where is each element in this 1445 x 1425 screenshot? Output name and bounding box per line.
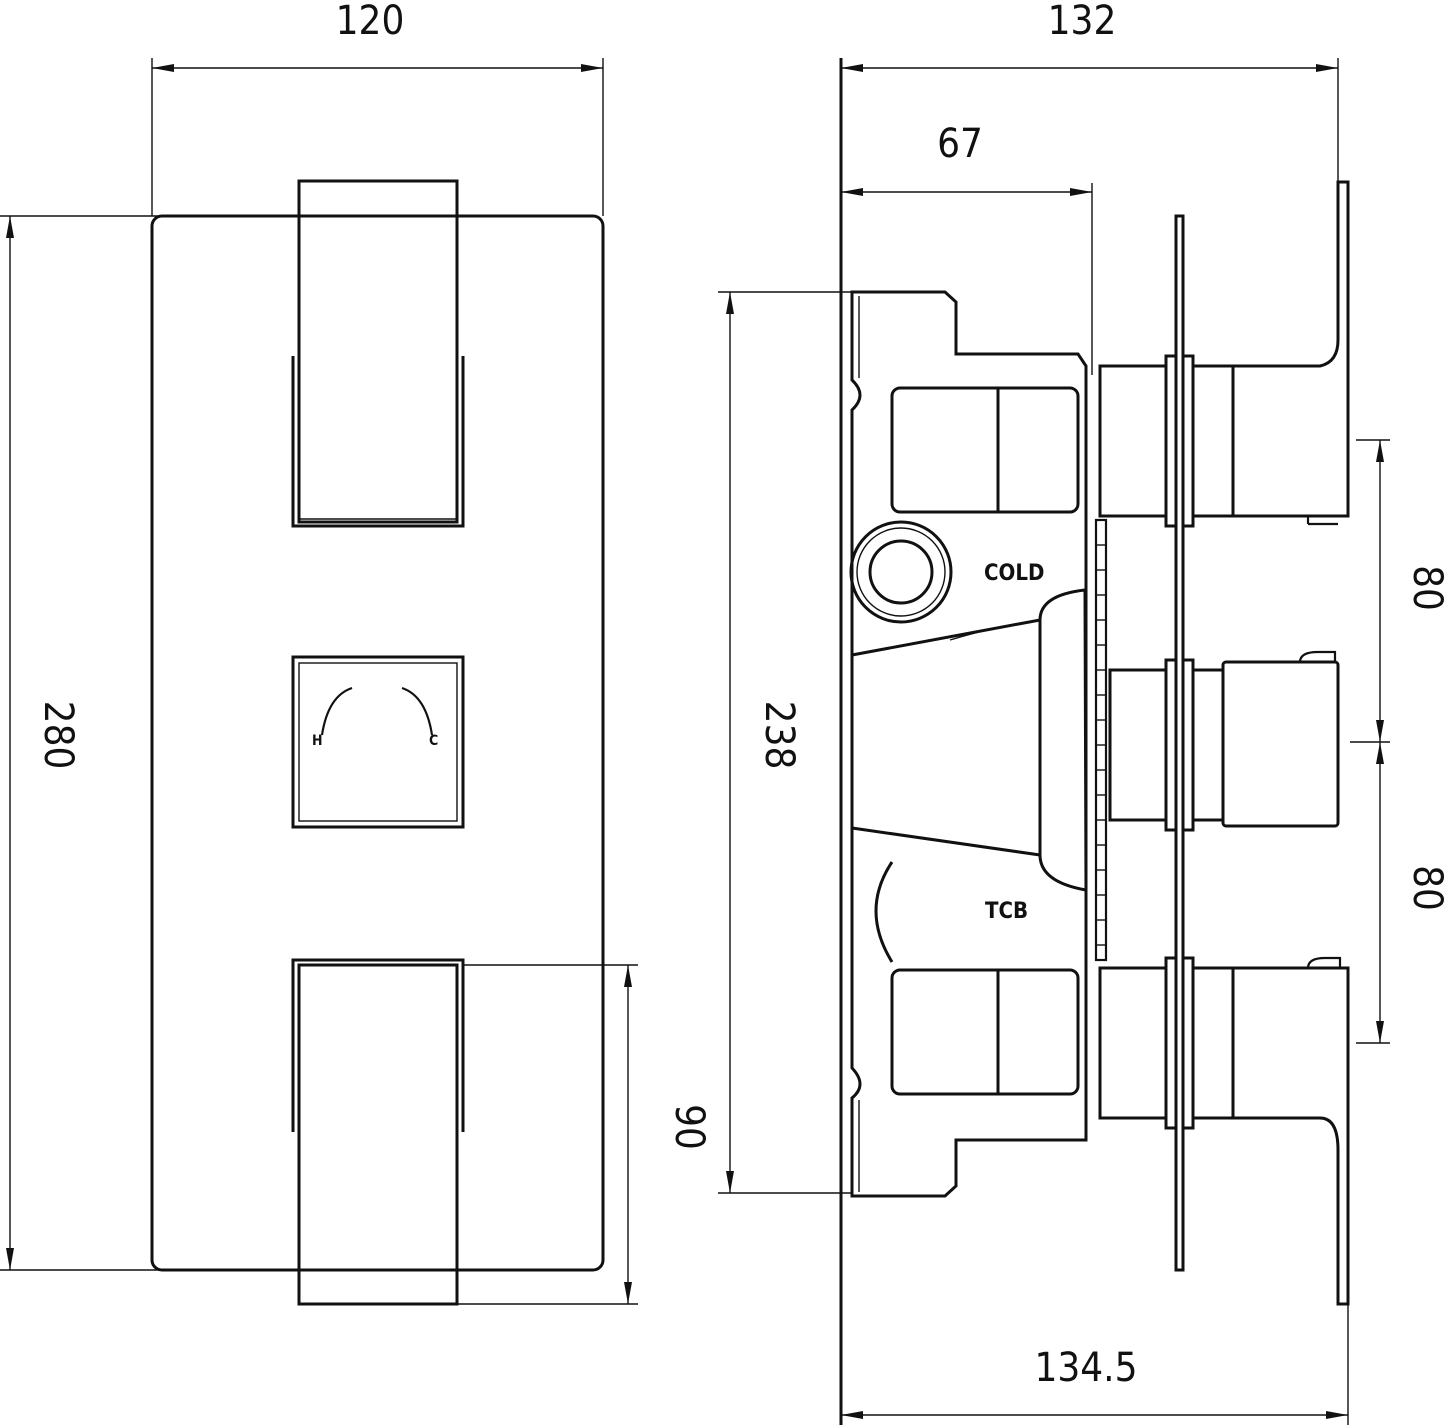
- sealing-strip: [1094, 518, 1108, 962]
- width-label: 120: [336, 0, 405, 44]
- handle-depth-dimension: 90: [457, 964, 712, 1305]
- body-depth-dimension: 67: [841, 121, 1093, 375]
- body-height-dimension: 238: [718, 291, 852, 1194]
- hot-mark: H: [312, 733, 323, 749]
- middle-dial-side: [1108, 650, 1340, 832]
- width-dimension: 120: [151, 0, 604, 216]
- spacing-upper-label: 80: [1404, 565, 1445, 611]
- top-handle: [291, 179, 465, 528]
- overall-depth-label: 132: [1048, 0, 1117, 44]
- thermostatic-cartridge: [851, 588, 1088, 892]
- temperature-dial: H C: [291, 655, 465, 829]
- lower-cartridge-housing: [890, 968, 1080, 1096]
- front-view: H C 120 280: [0, 0, 712, 1306]
- handle-depth-label: 90: [666, 1104, 712, 1150]
- tcb-label: TCB: [985, 899, 1028, 924]
- side-view: COLD TCB: [718, 0, 1445, 1425]
- cold-label: COLD: [984, 561, 1044, 586]
- upper-handle-side: [1098, 180, 1350, 528]
- handle-spacing-dimension: 80 80: [1350, 439, 1445, 1044]
- lower-handle-side: [1098, 956, 1350, 1306]
- upper-cartridge-housing: [890, 386, 1080, 514]
- valve-body: [850, 290, 1088, 1198]
- body-height-label: 238: [756, 701, 802, 770]
- cold-inlet: COLD: [849, 520, 1044, 624]
- spacing-lower-label: 80: [1404, 865, 1445, 911]
- tcb-area: TCB: [874, 861, 1028, 963]
- height-label: 280: [35, 701, 81, 770]
- cold-mark: C: [429, 733, 438, 749]
- overall-depth-dimension: 132: [841, 0, 1339, 182]
- height-dimension: 280: [0, 215, 299, 1271]
- bottom-depth-label: 134.5: [1035, 1345, 1138, 1391]
- bottom-depth-dimension: 134.5: [841, 1304, 1349, 1425]
- body-depth-label: 67: [937, 121, 983, 167]
- bottom-handle: [291, 958, 465, 1306]
- faceplate: [150, 214, 605, 1272]
